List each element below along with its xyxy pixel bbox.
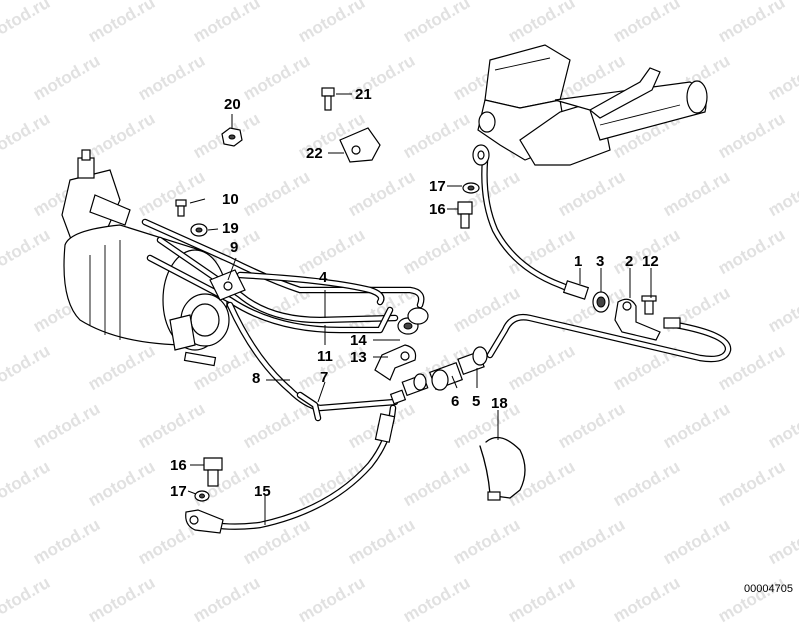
callout-17-upper: 17 <box>429 178 446 195</box>
callout-3: 3 <box>596 253 605 270</box>
callout-14: 14 <box>350 332 367 349</box>
diagram-drawing <box>61 44 732 534</box>
callout-8: 8 <box>252 370 261 387</box>
callout-2: 2 <box>625 253 634 270</box>
callout-20: 20 <box>224 96 241 113</box>
diagram-code: 00004705 <box>744 583 793 595</box>
callout-6: 6 <box>451 393 460 410</box>
callout-15: 15 <box>254 483 271 500</box>
callout-19: 19 <box>222 220 239 237</box>
callout-5: 5 <box>472 393 481 410</box>
callout-21: 21 <box>355 86 372 103</box>
callout-22: 22 <box>306 145 323 162</box>
callout-4: 4 <box>319 269 328 286</box>
callout-9: 9 <box>230 239 239 256</box>
callout-13: 13 <box>350 349 367 366</box>
callout-16-upper: 16 <box>429 201 446 218</box>
banjo-top <box>472 144 490 166</box>
handlebar-master-cylinder <box>477 44 708 166</box>
callout-1: 1 <box>574 253 583 270</box>
callout-18: 18 <box>491 395 508 412</box>
callout-12: 12 <box>642 253 659 270</box>
callout-16-lower: 16 <box>170 457 187 474</box>
callout-10: 10 <box>222 191 239 208</box>
callout-17-lower: 17 <box>170 483 187 500</box>
leader-lines <box>187 93 652 525</box>
callout-7: 7 <box>320 369 329 386</box>
pressure-modulator <box>61 149 230 367</box>
callout-11: 11 <box>317 348 333 365</box>
